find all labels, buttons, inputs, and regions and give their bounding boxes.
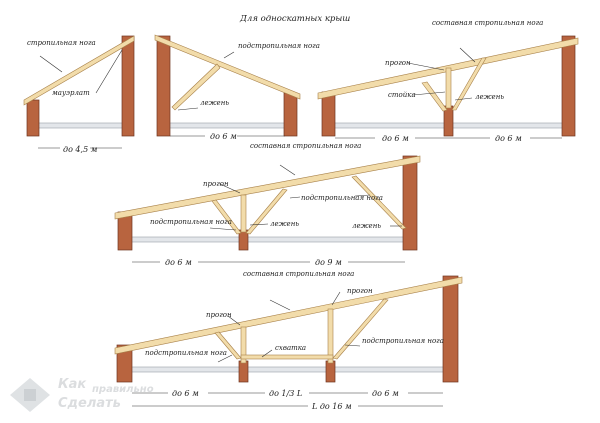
dimension-span-right: до 6 м	[495, 134, 522, 143]
diagram-5: составная стропильная нога прогон прогон…	[114, 270, 463, 411]
dimension-span: до 6 м	[210, 132, 237, 141]
diagram-2: подстропильная нога лежень до 6 м	[154, 34, 320, 141]
label-rafter: стропильная нога	[27, 39, 96, 47]
dimension-span-left: до 6 м	[165, 258, 192, 267]
watermark-line2: правильно	[92, 384, 154, 395]
diagram-3: составная стропильная нога прогон стойка…	[317, 19, 579, 143]
dimension-span-right: до 9 м	[315, 258, 342, 267]
title: Для односкатных крыш	[239, 14, 350, 24]
label-purlin-left: прогон	[206, 311, 232, 319]
label-sill: лежень	[200, 99, 229, 107]
dimension-span: до 4,5 м	[63, 145, 98, 154]
label-strut-right: подстропильная нога	[362, 337, 444, 345]
label-mauerlat: мауэрлат	[52, 89, 90, 97]
label-strut: подстропильная нога	[238, 42, 320, 50]
label-strut-left: подстропильная нога	[145, 349, 227, 357]
label-rafter: составная стропильная нога	[432, 19, 543, 27]
dimension-span-left: до 6 м	[172, 389, 199, 398]
label-tie: схватка	[275, 344, 306, 352]
label-strut-left: подстропильная нога	[150, 218, 232, 226]
dimension-span-right: до 6 м	[372, 389, 399, 398]
label-purlin-right: прогон	[347, 287, 373, 295]
watermark-logo: Как правильно Сделать	[10, 377, 154, 412]
label-post: стойка	[388, 91, 416, 99]
label-sill-right: лежень	[352, 222, 381, 230]
label-sill-mid: лежень	[270, 220, 299, 228]
label-rafter: составная стропильная нога	[243, 270, 354, 278]
label-purlin: прогон	[203, 180, 229, 188]
watermark-line3: Сделать	[58, 396, 121, 411]
dimension-span-mid: до 1/3 L	[269, 389, 302, 398]
dimension-span-left: до 6 м	[382, 134, 409, 143]
label-strut-right: подстропильная нога	[301, 194, 383, 202]
watermark-line1: Как	[58, 377, 87, 392]
dimension-span-total: L до 16 м	[311, 402, 352, 411]
label-purlin: прогон	[385, 59, 411, 67]
label-sill: лежень	[475, 93, 504, 101]
diagram-1: стропильная нога мауэрлат до 4,5 м	[23, 35, 135, 154]
diagram-4: составная стропильная нога прогон подстр…	[114, 142, 421, 267]
label-rafter: составная стропильная нога	[250, 142, 361, 150]
